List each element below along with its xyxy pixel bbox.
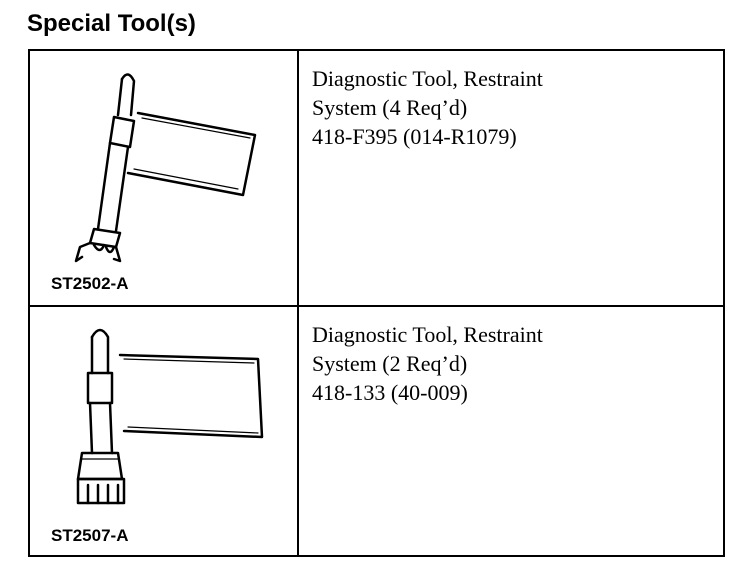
tool-description-line: Diagnostic Tool, Restraint [312,66,543,91]
tool-description-cell: Diagnostic Tool, Restraint System (2 Req… [299,307,723,555]
tool-illustration-cell: ST2502-A [30,51,299,305]
tool-description-line: System (2 Req’d) [312,351,468,376]
page-title: Special Tool(s) [27,10,196,37]
tool-description: Diagnostic Tool, Restraint System (4 Req… [312,64,543,151]
tool-description: Diagnostic Tool, Restraint System (2 Req… [312,320,543,407]
tool-row: ST2502-A Diagnostic Tool, Restraint Syst… [30,51,723,307]
diagnostic-tool-icon [74,73,257,263]
tool-row: ST2507-A Diagnostic Tool, Restraint Syst… [30,307,723,555]
tool-part-numbers: 418-F395 (014-R1079) [312,124,517,149]
diagnostic-tool-icon [76,328,264,505]
tool-code: ST2502-A [51,274,129,293]
tool-description-cell: Diagnostic Tool, Restraint System (4 Req… [299,51,723,305]
tool-description-line: System (4 Req’d) [312,95,468,120]
tool-illustration-cell: ST2507-A [30,307,299,555]
special-tools-table: ST2502-A Diagnostic Tool, Restraint Syst… [28,49,725,557]
tool-code: ST2507-A [51,526,129,545]
tool-part-numbers: 418-133 (40-009) [312,380,468,405]
tool-description-line: Diagnostic Tool, Restraint [312,322,543,347]
